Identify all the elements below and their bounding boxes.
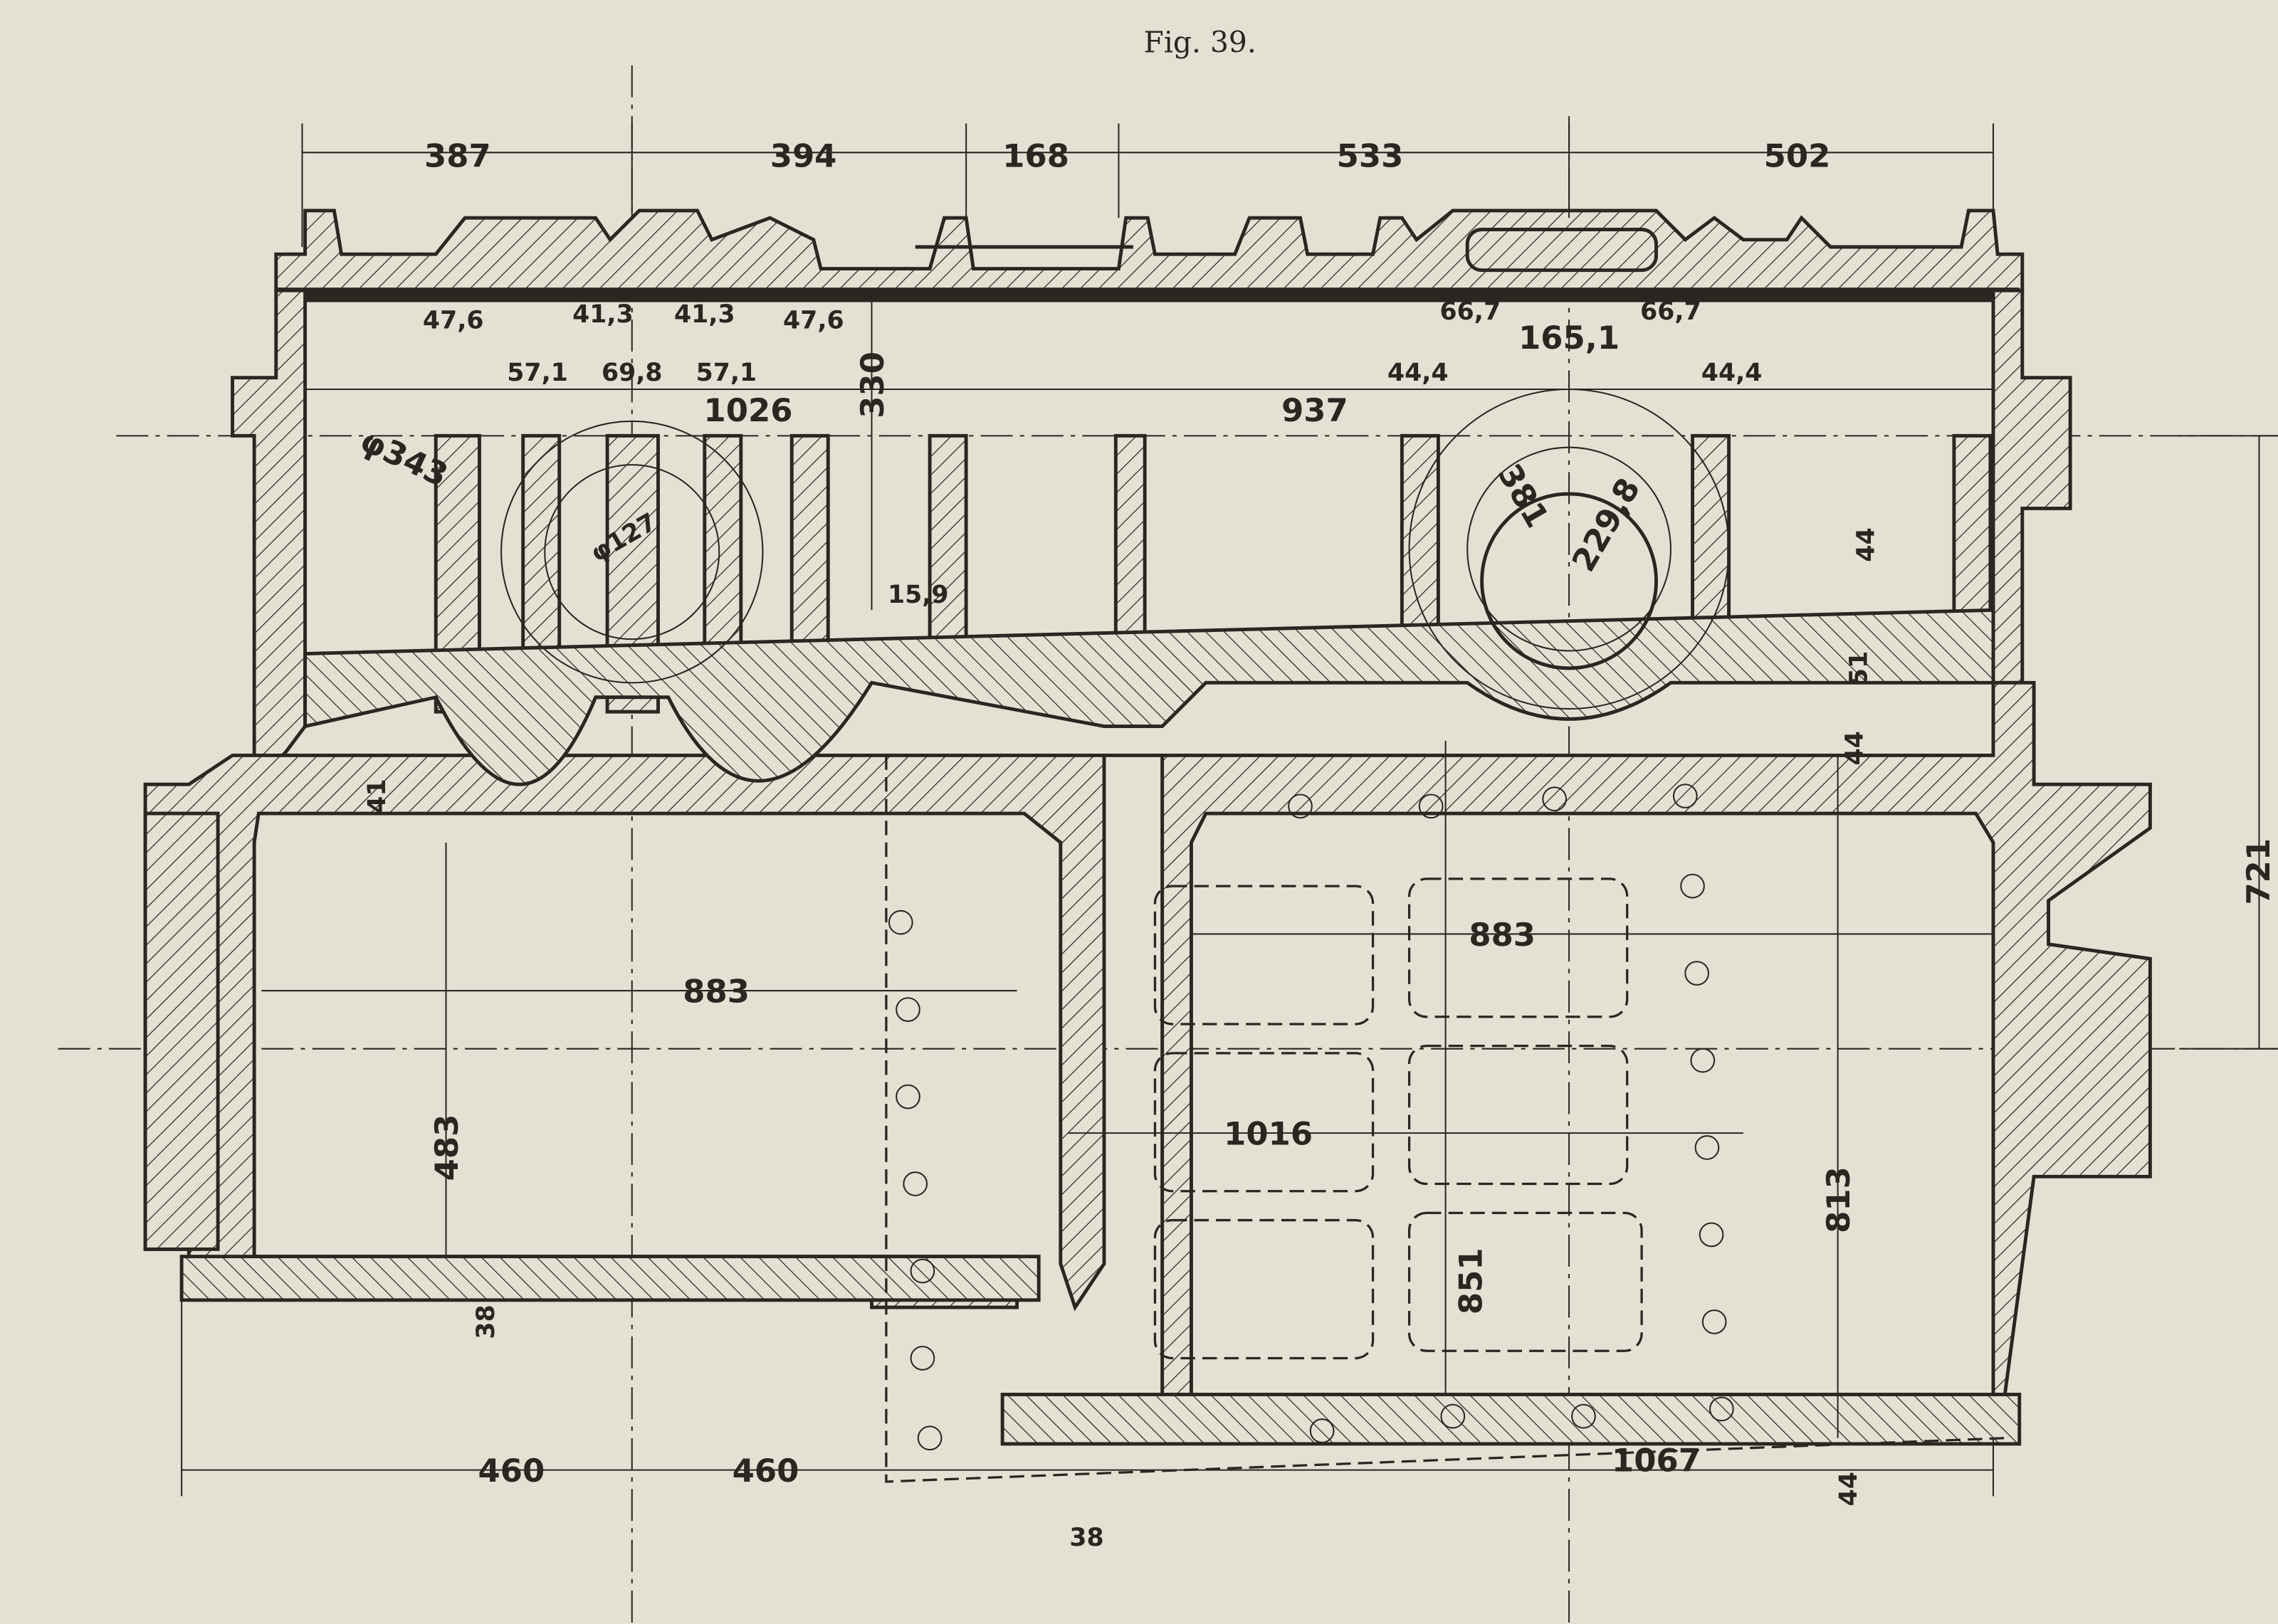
dim-57-1-right: 57,1 [696, 359, 757, 387]
dim-44-c: 44 [1835, 1472, 1863, 1506]
dim-883-right: 883 [1469, 916, 1536, 954]
cylinder-webs [303, 389, 1995, 786]
dim-387: 387 [424, 137, 491, 175]
dim-44-4-right: 44,4 [1701, 359, 1763, 387]
dim-1016: 1016 [1224, 1114, 1313, 1152]
dim-47-6-left: 47,6 [423, 306, 484, 334]
dim-1026: 1026 [704, 391, 793, 429]
dimension-labels: 387 394 168 533 502 47,6 41,3 41,3 47,6 … [355, 137, 2277, 1552]
figure-caption: Fig. 39. [1144, 25, 1256, 59]
dim-41-3-left: 41,3 [572, 300, 634, 329]
dim-460-right: 460 [733, 1452, 799, 1489]
dim-44-a: 44 [1852, 527, 1881, 561]
dim-44-4-left: 44,4 [1387, 359, 1449, 387]
dim-dia-343: φ343 [355, 421, 453, 494]
dim-813: 813 [1820, 1166, 1857, 1233]
dim-721: 721 [2240, 838, 2277, 905]
frame-walls [143, 288, 2152, 1446]
dim-883-left: 883 [683, 972, 750, 1010]
dim-937: 937 [1281, 391, 1348, 429]
dim-1067: 1067 [1612, 1442, 1701, 1480]
dim-47-6-right: 47,6 [783, 306, 844, 334]
dim-41-3-right: 41,3 [674, 300, 735, 329]
dim-533: 533 [1337, 137, 1404, 175]
dimension-lines [181, 123, 2278, 1497]
hidden-lines [885, 755, 2005, 1483]
dim-394: 394 [770, 137, 837, 175]
top-cover [274, 209, 2025, 302]
dim-57-1-left: 57,1 [507, 359, 568, 387]
dim-41: 41 [363, 779, 392, 813]
dim-502: 502 [1764, 137, 1831, 175]
dim-66-7-left: 66,7 [1440, 297, 1501, 326]
dim-168: 168 [1002, 137, 1069, 175]
dim-330: 330 [854, 352, 891, 418]
dim-165-1: 165,1 [1518, 319, 1620, 357]
dim-66-7-right: 66,7 [1640, 297, 1701, 326]
dim-483: 483 [428, 1114, 466, 1181]
dim-460-left: 460 [478, 1452, 545, 1489]
dim-51: 51 [1844, 651, 1873, 685]
dim-38-b: 38 [1069, 1524, 1103, 1552]
dim-44-b: 44 [1840, 731, 1869, 765]
dim-38-a: 38 [472, 1304, 500, 1339]
dim-851: 851 [1452, 1248, 1490, 1314]
dim-15-9: 15,9 [888, 581, 949, 609]
dim-69-8: 69,8 [602, 359, 663, 387]
